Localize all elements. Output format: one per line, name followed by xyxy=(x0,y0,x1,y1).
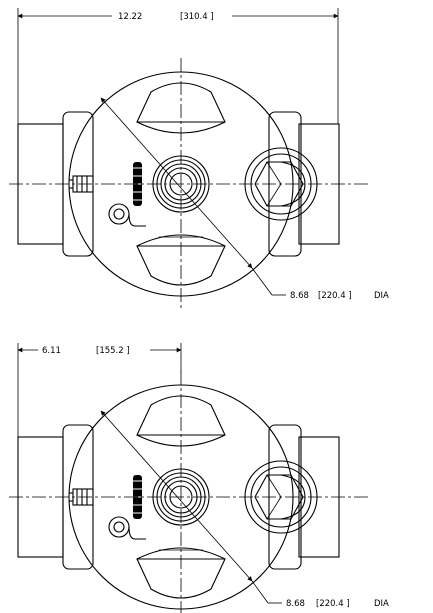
diameter-mm: [220.4 ] xyxy=(318,291,352,301)
diameter-suffix: DIA xyxy=(374,291,389,301)
width-dimension-value: 12.22 xyxy=(118,12,142,22)
width-dimension-mm: [310.4 ] xyxy=(180,12,214,22)
half-width-dimension-mm: [155.2 ] xyxy=(96,346,130,356)
view-1: 12.22 [310.4 ] 8.68 [220.4 ] DIA xyxy=(8,8,389,311)
half-width-dimension-value: 6.11 xyxy=(42,346,61,356)
diameter-suffix-2: DIA xyxy=(374,599,389,609)
diameter-mm-2: [220.4 ] xyxy=(316,599,350,609)
diameter-value: 8.68 xyxy=(290,291,309,301)
view-2: 6.11 [155.2 ] 8.68 [220.4 ] DIA xyxy=(8,343,389,613)
diameter-value-2: 8.68 xyxy=(286,599,305,609)
